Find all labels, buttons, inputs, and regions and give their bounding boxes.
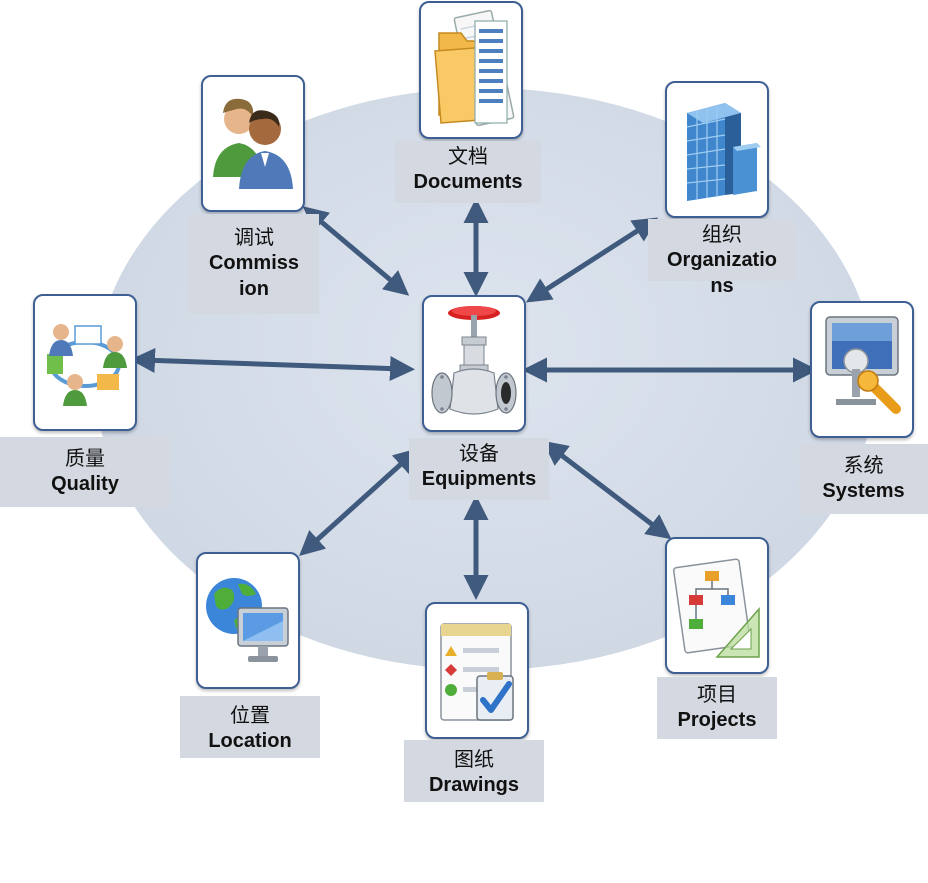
organizations-label-zh: 组织: [702, 224, 742, 246]
documents-label: 文档 Documents: [395, 141, 541, 203]
building-icon: [686, 103, 761, 201]
collaboration-icon: [47, 324, 127, 406]
projects-tile[interactable]: [665, 537, 769, 674]
drawings-label-zh: 图纸: [454, 749, 494, 771]
arrow-organizations: [525, 217, 659, 303]
flowchart-icon: [672, 558, 760, 658]
location-tile[interactable]: [196, 552, 300, 689]
systems-label: 系统 Systems: [799, 444, 928, 514]
commission-label-zh: 调试: [234, 227, 274, 249]
people-icon: [213, 98, 293, 189]
location-label-zh: 位置: [230, 705, 270, 727]
equipments-label-zh: 设备: [459, 443, 499, 465]
commission-label-en: Commission: [208, 252, 300, 300]
projects-label-zh: 项目: [697, 684, 737, 706]
arrow-projects: [542, 440, 672, 540]
drawings-label-en: Drawings: [428, 774, 520, 796]
monitor-key-icon: [825, 316, 901, 414]
quality-tile[interactable]: [33, 294, 137, 431]
systems-label-zh: 系统: [843, 455, 884, 477]
projects-label-en: Projects: [677, 709, 757, 731]
equipments-label-en: Equipments: [421, 468, 537, 490]
folder-documents-icon: [434, 9, 515, 127]
arrow-quality: [130, 347, 415, 382]
commission-tile[interactable]: [201, 75, 305, 212]
organizations-label: 组织 Organizations: [648, 219, 796, 297]
location-label-en: Location: [208, 730, 292, 752]
drawings-tile[interactable]: [425, 602, 529, 739]
equipments-tile[interactable]: [422, 295, 526, 432]
quality-label-en: Quality: [51, 473, 119, 495]
quality-label: 质量 Quality: [0, 437, 170, 507]
globe-monitor-icon: [206, 578, 289, 662]
systems-label-en: Systems: [822, 480, 905, 502]
arrow-commission: [302, 206, 410, 296]
valve-icon: [431, 306, 517, 415]
documents-tile[interactable]: [419, 1, 523, 139]
organizations-label-en: Organizations: [666, 249, 777, 297]
quality-label-zh: 质量: [65, 448, 105, 470]
commission-label: 调试 Commission: [189, 214, 319, 314]
organizations-tile[interactable]: [665, 81, 769, 218]
systems-tile[interactable]: [810, 301, 914, 438]
equipments-label: 设备 Equipments: [409, 438, 549, 500]
arrow-location: [299, 447, 419, 557]
location-label: 位置 Location: [180, 696, 320, 758]
projects-label: 项目 Projects: [657, 677, 777, 739]
drawings-label: 图纸 Drawings: [404, 740, 544, 802]
documents-label-en: Documents: [413, 171, 523, 193]
documents-label-zh: 文档: [448, 146, 488, 168]
drawing-checklist-icon: [440, 623, 514, 721]
